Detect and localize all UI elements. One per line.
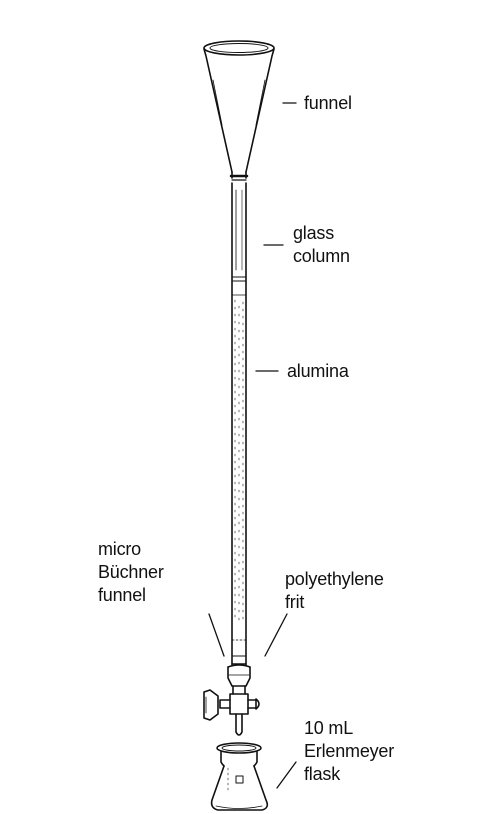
label-funnel: funnel [304, 93, 352, 113]
leader-buchner [208, 613, 225, 657]
micro-buchner-funnel [227, 664, 251, 695]
leader-flask [276, 761, 297, 789]
frit [231, 639, 247, 665]
label-alumina: alumina [287, 361, 349, 381]
leader-frit [264, 613, 288, 657]
leader-lines [208, 102, 297, 789]
glass-column [231, 182, 247, 666]
label-erlenmeyer-flask: 10 mL Erlenmeyer flask [304, 718, 395, 784]
label-micro-buchner-funnel: micro Büchner funnel [98, 539, 164, 605]
stopcock [203, 689, 260, 736]
erlenmeyer-flask [210, 742, 269, 811]
alumina-bed [234, 299, 244, 621]
top-funnel [203, 40, 275, 181]
label-glass-column: glass column [293, 223, 350, 266]
label-polyethylene-frit: polyethylene frit [285, 569, 384, 612]
